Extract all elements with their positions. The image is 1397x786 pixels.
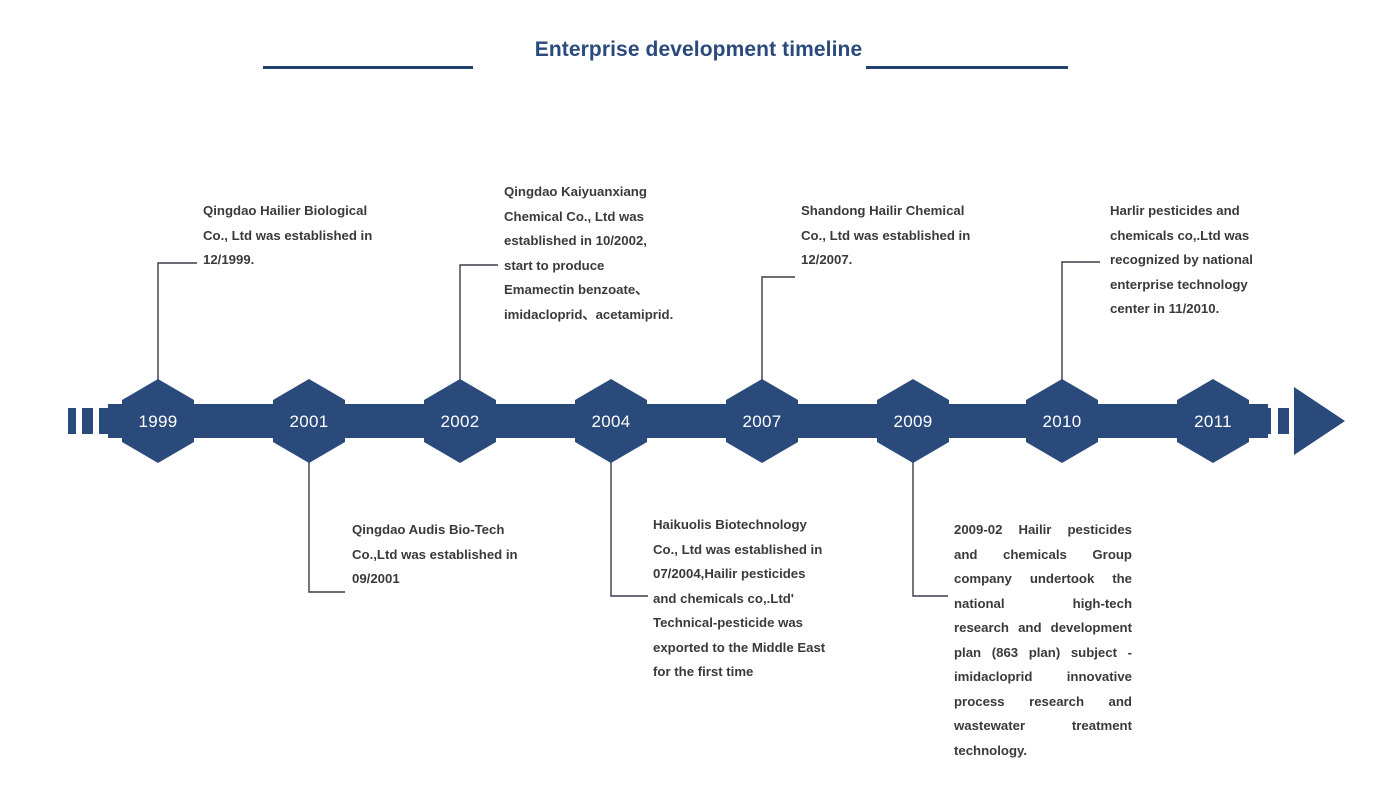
connector-2009 xyxy=(912,450,948,597)
callout-line: imidacloprid innovative xyxy=(954,669,1132,684)
callout-line: 12/2007. xyxy=(801,252,853,267)
connector-2010 xyxy=(1061,261,1100,392)
connector-2004 xyxy=(610,450,648,597)
callout-2002: Qingdao Kaiyuanxiang Chemical Co., Ltd w… xyxy=(504,180,754,327)
callout-line: Co.,Ltd was established in xyxy=(352,546,518,562)
callout-line: established in 10/2002, xyxy=(504,233,647,248)
callout-line: center in 11/2010. xyxy=(1110,301,1220,316)
callout-line: Technical-pesticide was xyxy=(653,615,804,630)
callout-line: 12/1999. xyxy=(203,252,255,267)
callout-line: and chemicals co,.Ltd' xyxy=(653,590,794,606)
callout-line: exported to the Middle East xyxy=(653,639,826,655)
callout-line: Qingdao Audis Bio-Tech xyxy=(352,522,505,537)
callout-line: national high-tech xyxy=(954,595,1132,611)
timeline-node-2010[interactable]: 2010 xyxy=(1026,379,1098,463)
title-rule-left xyxy=(263,66,473,69)
callout-line: Shandong Hailir Chemical xyxy=(801,203,965,218)
timeline-node-2004[interactable]: 2004 xyxy=(575,379,647,463)
timeline-node-2009[interactable]: 2009 xyxy=(877,379,949,463)
timeline-end-dash-2 xyxy=(1278,408,1289,434)
timeline-end-stem xyxy=(1295,408,1309,434)
timeline-node-2001[interactable]: 2001 xyxy=(273,379,345,463)
callout-2009: 2009-02 Hailir pesticides and chemicals … xyxy=(954,518,1132,763)
callout-line: Chemical Co., Ltd was xyxy=(504,208,644,224)
timeline-start-dash-3 xyxy=(99,408,113,434)
timeline-start-dash-2 xyxy=(82,408,93,434)
node-year-label: 2001 xyxy=(289,411,329,431)
node-year-label: 2010 xyxy=(1042,411,1082,431)
callout-line: Co., Ltd was established in xyxy=(653,541,823,557)
timeline-node-2007[interactable]: 2007 xyxy=(726,379,798,463)
connector-1999 xyxy=(157,262,197,392)
callout-line: research and development xyxy=(954,620,1132,635)
callout-line: company undertook the xyxy=(954,571,1132,586)
callout-line: start to produce xyxy=(504,257,605,273)
callout-line: plan (863 plan) subject - xyxy=(954,644,1132,660)
callout-line: Emamectin benzoate、 xyxy=(504,282,649,297)
node-year-label: 2007 xyxy=(742,411,782,431)
connector-2007 xyxy=(761,276,795,392)
callout-line: Qingdao Kaiyuanxiang xyxy=(504,184,647,199)
callout-line: 2009-02 Hailir pesticides xyxy=(954,522,1132,537)
callout-line: 09/2001 xyxy=(352,571,400,586)
callout-line: and chemicals Group xyxy=(954,546,1132,562)
callout-line: Haikuolis Biotechnology xyxy=(653,517,807,532)
title-bar: Enterprise development timeline xyxy=(0,18,1397,69)
callout-2001: Qingdao Audis Bio-Tech Co.,Ltd was estab… xyxy=(352,518,602,592)
callout-line: imidacloprid、acetamiprid. xyxy=(504,306,674,322)
node-year-label: 2002 xyxy=(440,411,480,431)
timeline-arrow-icon xyxy=(1294,387,1345,455)
callout-line: process research and xyxy=(954,693,1132,709)
callout-line: 07/2004,Hailir pesticides xyxy=(653,566,806,581)
callout-2004: Haikuolis Biotechnology Co., Ltd was est… xyxy=(653,513,913,685)
timeline-node-2011[interactable]: 2011 xyxy=(1177,379,1249,463)
callout-line: for the first time xyxy=(653,664,754,679)
callout-2010: Harlir pesticides and chemicals co,.Ltd … xyxy=(1110,199,1340,322)
callout-line: Co., Ltd was established in xyxy=(801,227,971,243)
callout-line: Co., Ltd was established in xyxy=(203,227,373,243)
timeline-start-dash-1 xyxy=(68,408,76,434)
callout-line: Harlir pesticides and xyxy=(1110,203,1240,218)
node-year-label: 2004 xyxy=(591,411,631,431)
callout-2007: Shandong Hailir Chemical Co., Ltd was es… xyxy=(801,199,1051,273)
callout-1999: Qingdao Hailier Biological Co., Ltd was … xyxy=(203,199,453,273)
node-year-label: 2011 xyxy=(1194,411,1232,431)
connector-2001 xyxy=(308,450,345,593)
page-title: Enterprise development timeline xyxy=(534,38,863,61)
connector-2002 xyxy=(459,264,498,392)
callout-line: recognized by national xyxy=(1110,252,1253,267)
timeline-node-2002[interactable]: 2002 xyxy=(424,379,496,463)
callout-line: Qingdao Hailier Biological xyxy=(203,203,368,218)
callout-line: wastewater treatment xyxy=(954,718,1132,733)
node-year-label: 1999 xyxy=(138,411,178,431)
callout-line: enterprise technology xyxy=(1110,276,1248,292)
timeline-node-1999[interactable]: 1999 xyxy=(122,379,194,463)
node-year-label: 2009 xyxy=(893,411,933,431)
timeline-end-dash-1 xyxy=(1251,408,1271,434)
title-rule-right xyxy=(866,66,1068,69)
callout-line: chemicals co,.Ltd was xyxy=(1110,227,1250,243)
callout-line: technology. xyxy=(954,742,1028,758)
